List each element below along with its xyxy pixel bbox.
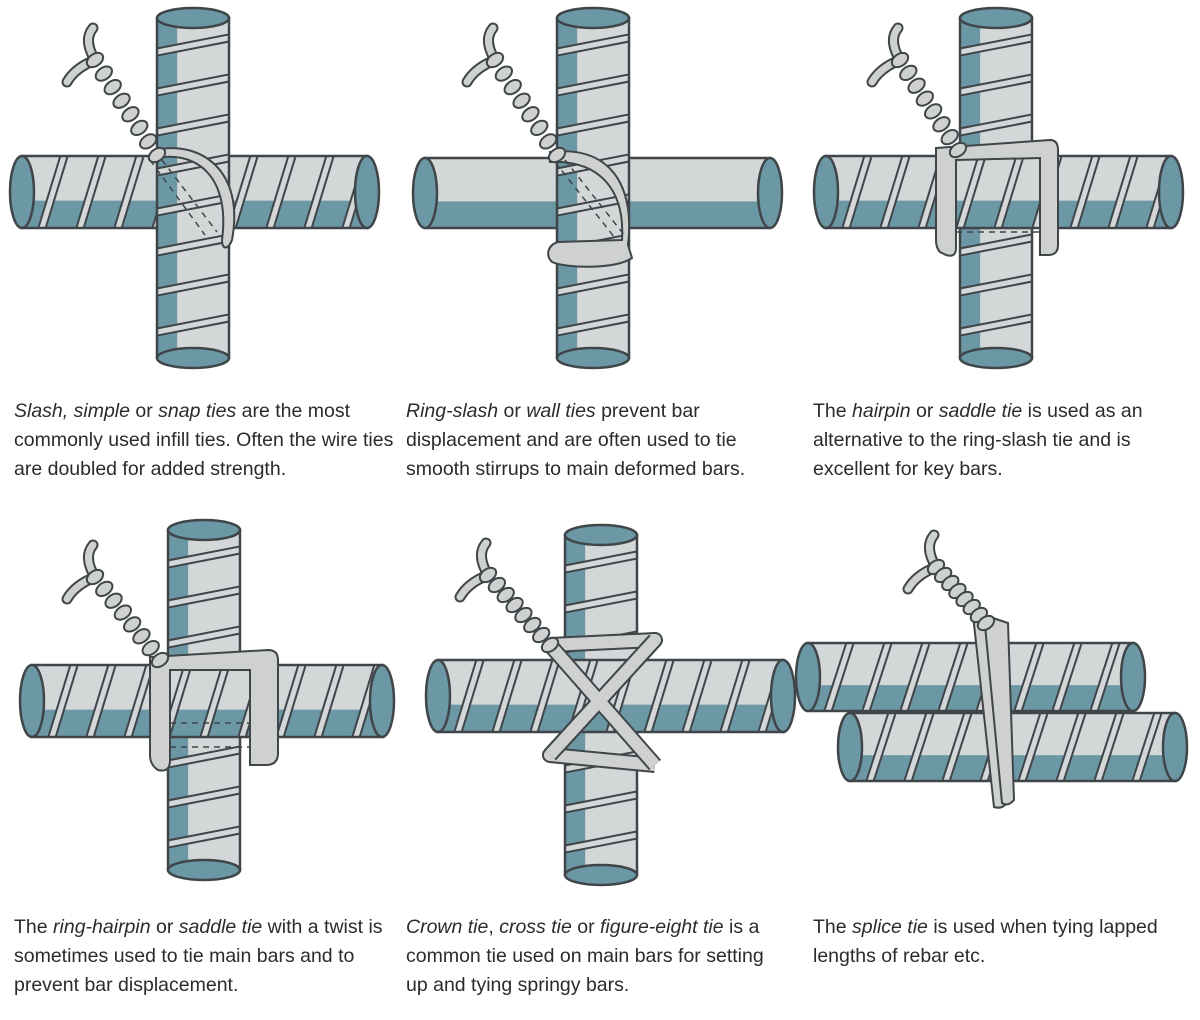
caption-segment: or	[150, 916, 179, 938]
caption-ring-slash-tie: Ring-slash or wall ties prevent bar disp…	[406, 397, 786, 484]
caption-ring-hairpin-tie: The ring-hairpin or saddle tie with a tw…	[14, 913, 394, 1000]
twisted-wire-tail	[61, 22, 167, 164]
wire-tie	[61, 22, 236, 249]
wire-tie	[902, 529, 1016, 809]
slash-tie-diagram	[8, 6, 381, 370]
hairpin-tie-diagram	[812, 6, 1185, 370]
caption-segment: saddle tie	[938, 400, 1023, 422]
caption-hairpin-tie: The hairpin or saddle tie is used as an …	[813, 397, 1193, 484]
vertical-bar	[155, 6, 231, 370]
horizontal-bar	[18, 663, 396, 739]
caption-segment: Ring-slash	[406, 400, 499, 422]
caption-segment: are the most commonly used infill ties. …	[14, 400, 394, 480]
caption-segment: hairpin	[852, 400, 911, 422]
twisted-wire-tail	[866, 22, 968, 159]
caption-segment: or	[571, 916, 601, 938]
wire-tie	[866, 22, 1059, 257]
caption-segment: prevent bar displacement and are often u…	[406, 400, 746, 480]
ring-slash-tie-diagram	[411, 6, 784, 370]
horizontal-bar	[812, 154, 1185, 230]
caption-segment: wall ties	[526, 400, 596, 422]
caption-segment: is used when tying lapped lengths of reb…	[813, 916, 1158, 967]
caption-crown-tie: Crown tie, cross tie or figure-eight tie…	[406, 913, 786, 1000]
twisted-wire-tail	[454, 537, 560, 654]
caption-slash-tie: Slash, simple or snap ties are the most …	[14, 397, 394, 484]
caption-splice-tie: The splice tie is used when tying lapped…	[813, 913, 1193, 971]
caption-segment: The	[813, 916, 853, 938]
twisted-wire-tail	[61, 539, 170, 669]
caption-segment: saddle tie	[178, 916, 263, 938]
vertical-bar	[555, 6, 631, 370]
upper-bar	[794, 641, 1147, 713]
lower-bar	[836, 711, 1189, 783]
crown-tie-diagram	[424, 523, 797, 887]
caption-segment: Slash, simple	[14, 400, 130, 422]
caption-segment: ,	[488, 916, 500, 938]
caption-segment: or	[910, 400, 939, 422]
wire-tie	[461, 22, 634, 268]
caption-segment: is a common tie used on main bars for se…	[406, 916, 764, 996]
caption-segment: or	[498, 400, 527, 422]
ring-hairpin-tie-diagram	[18, 518, 396, 882]
wire-tie	[454, 537, 663, 773]
caption-segment: The	[813, 400, 853, 422]
caption-segment: Crown tie	[406, 916, 489, 938]
caption-segment: with a twist is sometimes used to tie ma…	[14, 916, 383, 996]
wire-tie	[61, 539, 279, 772]
twisted-wire-tail	[902, 529, 996, 632]
caption-segment: splice tie	[852, 916, 928, 938]
caption-segment: is used as an alternative to the ring-sl…	[813, 400, 1143, 480]
splice-tie-diagram	[794, 529, 1189, 809]
caption-segment: figure-eight tie	[600, 916, 724, 938]
caption-segment: snap ties	[158, 400, 237, 422]
twisted-wire-tail	[461, 22, 567, 164]
caption-segment: ring-hairpin	[53, 916, 151, 938]
caption-segment: or	[129, 400, 159, 422]
caption-segment: cross tie	[499, 916, 572, 938]
caption-segment: The	[14, 916, 54, 938]
